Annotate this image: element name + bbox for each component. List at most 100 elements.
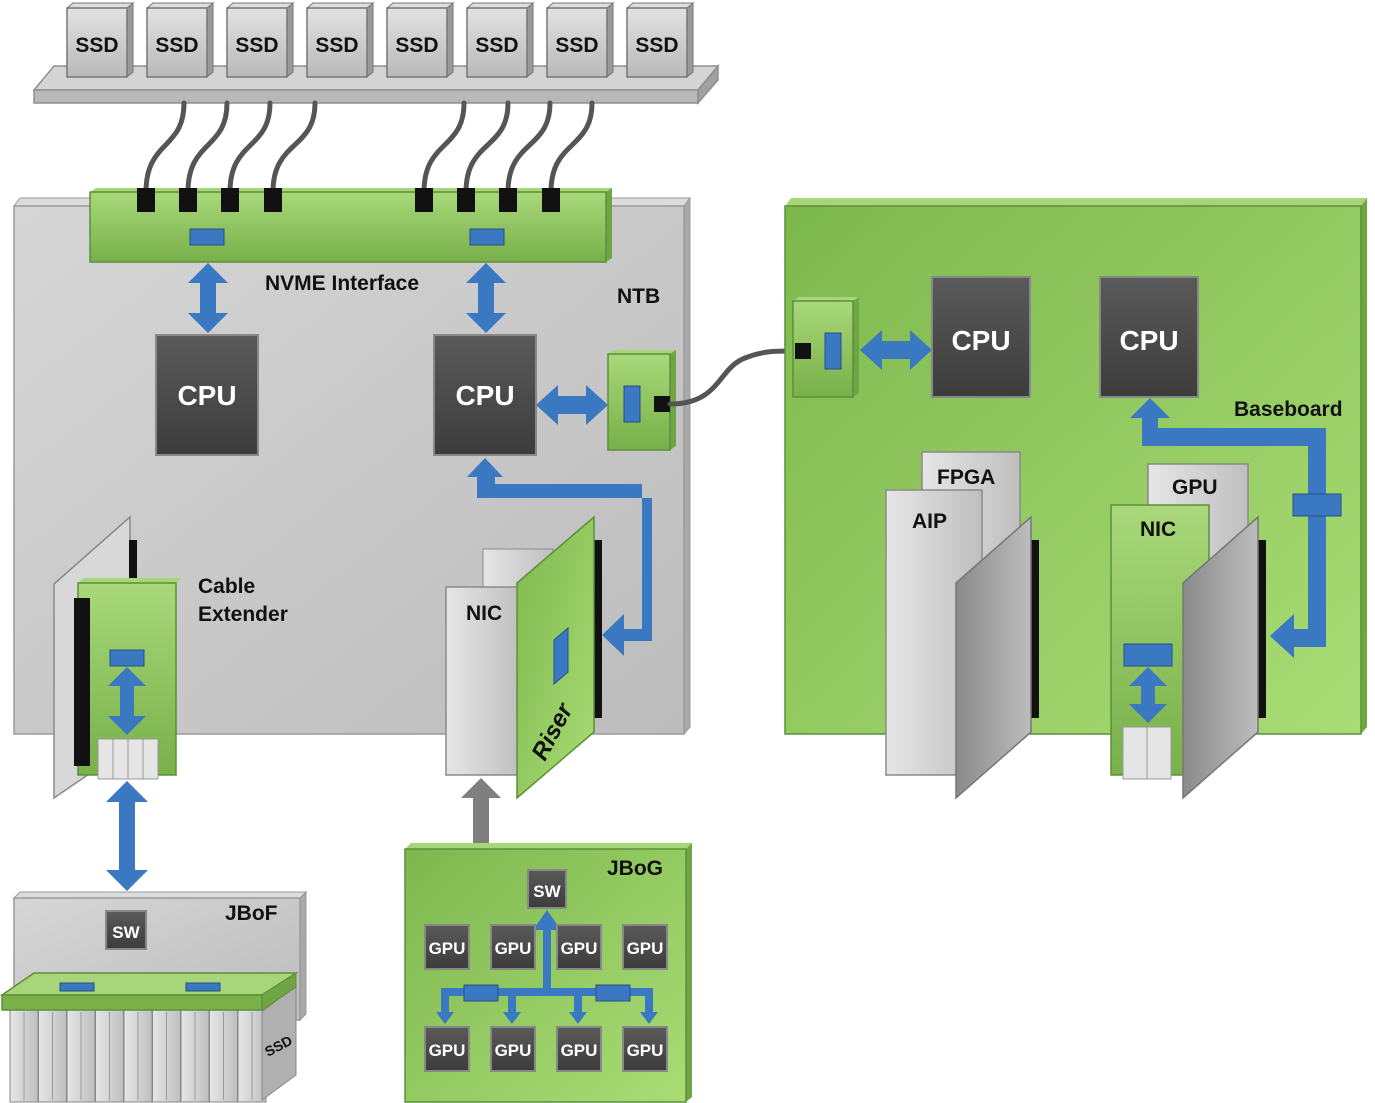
ntb-card [792, 297, 859, 398]
cpu-label: CPU [951, 325, 1010, 356]
jbof-enclosure [0, 890, 308, 1103]
bidirectional-arrow-icon [108, 667, 146, 735]
ssd-blade [95, 1009, 124, 1103]
ssd-blade [209, 1009, 238, 1103]
cpu-chip: CPU [433, 334, 537, 456]
nvme-cables [143, 100, 595, 195]
pcie-switch-chip-icon [623, 385, 641, 423]
bidirectional-arrow-icon [1129, 667, 1167, 723]
pcie-switch-chip-icon [59, 982, 95, 992]
ssd-label: SSD [555, 34, 598, 57]
cpu-chip: CPU [1099, 276, 1199, 398]
ssd-label: SSD [75, 34, 118, 57]
gpu-label: GPU [561, 939, 598, 958]
cpu-label: CPU [177, 380, 236, 411]
nvme-interface-board [89, 188, 612, 263]
gpu-label: GPU [561, 1041, 598, 1060]
ssd-drive: SSD [65, 1, 135, 79]
ssd-blade [123, 1009, 153, 1103]
edge-connector-icon [74, 598, 90, 766]
pcie-switch-chip-icon [463, 984, 499, 1002]
cpu-chip: CPU [931, 276, 1031, 398]
nvme-connector-icon [137, 188, 560, 212]
cable-extender-label: Extender [198, 603, 288, 626]
gpu-nic-cards [1110, 463, 1266, 800]
cable-port-icon [1122, 726, 1172, 780]
jbof-switch-label: SW [112, 923, 140, 942]
jbog-enclosure: GPU GPU GPU GPU GPU GPU GPU GPU [404, 843, 692, 1103]
cpu-chip: CPU [155, 334, 259, 456]
ssd-drive: SSD [225, 1, 295, 79]
ssd-tray: SSD SSD SSD SSD SSD SSD SSD SSD [32, 1, 720, 106]
gpu-label: GPU [1172, 476, 1218, 499]
nic-riser-assembly [445, 515, 602, 800]
gpu-chip: GPU [490, 924, 536, 970]
baseboard [784, 198, 1367, 735]
gpu-fabric-arrows [436, 910, 658, 1024]
gpu-chip: GPU [556, 924, 602, 970]
pcie-switch-chip-icon [595, 984, 631, 1002]
pcie-switch-chip-icon [109, 649, 145, 667]
ssd-label: SSD [235, 34, 278, 57]
aip-label: AIP [912, 510, 947, 533]
jbof-label: JBoF [225, 902, 278, 925]
nic-label: NIC [466, 602, 502, 625]
nvme-interface-label: NVME Interface [265, 272, 419, 295]
gpu-label: GPU [627, 1041, 664, 1060]
baseboard-label: Baseboard [1234, 398, 1343, 421]
ssd-blade [66, 1009, 96, 1103]
ssd-drive: SSD [145, 1, 215, 79]
ntb-to-cpu-arrow [860, 330, 932, 370]
ssd-drive: SSD [625, 1, 695, 79]
pcie-switch-chip-icon [185, 982, 221, 992]
gpu-chip: GPU [622, 924, 668, 970]
fpga-label: FPGA [937, 466, 995, 489]
ssd-label: SSD [155, 34, 198, 57]
cable-extender-label: Cable [198, 575, 255, 598]
ssd-drive: SSD [385, 1, 455, 79]
cable-port-icon [795, 343, 811, 359]
cpu-to-nic-arrow [1130, 398, 1342, 658]
gpu-chip: GPU [556, 1026, 602, 1072]
ssd-label: SSD [315, 34, 358, 57]
gpu-chip: GPU [424, 924, 470, 970]
ssd-drive: SSD [545, 1, 615, 79]
ntb-label: NTB [617, 285, 660, 308]
ssd-drive: SSD [305, 1, 375, 79]
switch-chip [105, 910, 147, 950]
pcie-switch-chip-icon [1123, 643, 1173, 667]
gpu-label: GPU [429, 1041, 466, 1060]
cpu-label: CPU [455, 380, 514, 411]
ssd-label: SSD [475, 34, 518, 57]
pcie-switch-chip-icon [469, 228, 505, 246]
switch-chip [527, 869, 567, 909]
cable-port-icon [654, 396, 670, 412]
gpu-chip: GPU [490, 1026, 536, 1072]
ssd-blade [152, 1009, 181, 1103]
extender-to-jbof-arrow [106, 781, 148, 891]
ntb-card [607, 350, 676, 451]
nic-label: NIC [1140, 518, 1176, 541]
cpu-label: CPU [1119, 325, 1178, 356]
gpu-chip: GPU [622, 1026, 668, 1072]
pcie-switch-chip-icon [1292, 493, 1342, 517]
ssd-label: SSD [395, 34, 438, 57]
cable-port-icon [97, 738, 159, 780]
ssd-label: SSD [635, 34, 678, 57]
ssd-blade [180, 1009, 210, 1103]
jbog-label: JBoG [607, 857, 663, 880]
pcie-switch-chip-icon [189, 228, 225, 246]
gpu-label: GPU [495, 939, 532, 958]
ssd-blade [38, 1009, 67, 1103]
ssd-blade [9, 1009, 39, 1103]
pcie-switch-chip-icon [553, 626, 569, 686]
fpga-aip-cards [885, 451, 1039, 800]
gpu-label: GPU [627, 939, 664, 958]
gpu-label: GPU [495, 1041, 532, 1060]
gpu-label: GPU [429, 939, 466, 958]
pcie-switch-chip-icon [824, 332, 842, 370]
cable-extender [53, 515, 182, 800]
ntb-cable [667, 348, 798, 407]
jbog-switch-label: SW [533, 882, 561, 901]
ssd-drive: SSD [465, 1, 535, 79]
